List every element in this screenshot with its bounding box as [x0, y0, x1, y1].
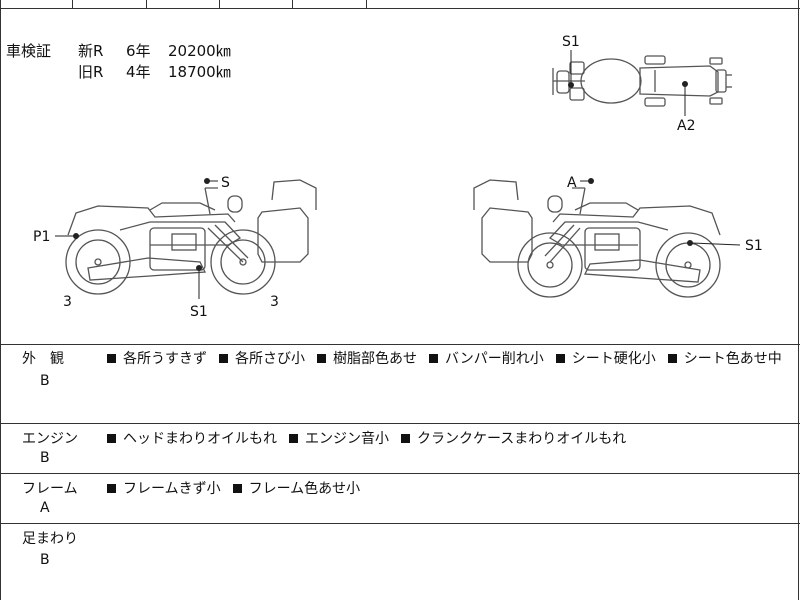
marker-top-s1: S1 [562, 34, 580, 50]
marker-right-s1: S1 [745, 238, 763, 254]
marker-left-3b: 3 [270, 294, 279, 310]
strip-cell [220, 0, 293, 8]
section-engine: エンジン B ヘッドまわりオイルもれエンジン音小クランクケースまわりオイルもれ [0, 424, 800, 474]
section-frame: フレーム A フレームきず小フレーム色あせ小 [0, 474, 800, 524]
item: バンパー削れ小 [427, 351, 554, 367]
bullet-square-icon [107, 434, 116, 443]
marker-left-s: S [221, 175, 230, 191]
shaken-years: 6年 [126, 42, 151, 60]
item: フレーム色あせ小 [231, 481, 360, 497]
bullet-square-icon [667, 354, 677, 363]
section-name: 外 観 [22, 351, 64, 367]
marker-left-3a: 3 [63, 294, 72, 310]
inspection-header: 車検証 新R 6年 20200㎞ 旧R 4年 18700㎞ [0, 9, 800, 345]
section-items: フレームきず小フレーム色あせ小 [105, 478, 795, 500]
marker-left-p1: P1 [33, 229, 50, 245]
strip-cell [73, 0, 147, 8]
motorcycle-top-view [552, 55, 732, 107]
strip-cell [147, 0, 220, 8]
shaken-row-old: 旧R 4年 18700㎞ [6, 62, 231, 83]
motorcycle-right-view [473, 179, 721, 298]
section-suspension: 足まわり B [0, 524, 800, 600]
item: クランクケースまわりオイルもれ [399, 431, 626, 447]
section-name: エンジン [22, 431, 78, 447]
section-name: フレーム [22, 481, 78, 497]
top-strip [0, 0, 800, 9]
bullet-square-icon [317, 354, 326, 363]
shaken-info: 車検証 新R 6年 20200㎞ 旧R 4年 18700㎞ [6, 41, 231, 83]
section-grade: B [40, 450, 50, 466]
section-name: 足まわり [22, 531, 78, 547]
damage-marker-dots [73, 81, 693, 271]
bullet-square-icon [289, 434, 298, 443]
section-items: 各所うすきず各所さび小樹脂部色あせバンパー削れ小シート硬化小シート色あせ中 [105, 348, 795, 370]
marker-right-a: A [567, 175, 577, 191]
shaken-label: 車検証 [6, 42, 52, 60]
shaken-years: 4年 [126, 63, 151, 81]
item: 各所さび小 [217, 351, 315, 367]
bullet-square-icon [219, 354, 228, 363]
shaken-era: 旧R [78, 63, 104, 81]
marker-top-a2: A2 [677, 118, 695, 134]
item: 各所うすきず [105, 351, 217, 367]
section-grade: A [40, 500, 50, 516]
shaken-odometer: 20200㎞ [168, 42, 231, 60]
bullet-square-icon [107, 354, 116, 363]
item: ヘッドまわりオイルもれ [105, 431, 287, 447]
item: 樹脂部色あせ [315, 351, 427, 367]
item: エンジン音小 [287, 431, 399, 447]
item: シート硬化小 [554, 351, 666, 367]
section-grade: B [40, 552, 50, 568]
bullet-square-icon [107, 484, 116, 493]
section-exterior: 外 観 B 各所うすきず各所さび小樹脂部色あせバンパー削れ小シート硬化小シート色… [0, 344, 800, 424]
strip-cell [0, 0, 73, 8]
motorcycle-left-view [65, 179, 317, 295]
shaken-odometer: 18700㎞ [168, 63, 231, 81]
shaken-era: 新R [78, 42, 104, 60]
motorcycle-diagrams: S1 A2 S P1 3 S1 3 A S1 [33, 34, 763, 320]
bullet-square-icon [232, 484, 242, 493]
bullet-square-icon [401, 434, 410, 443]
marker-left-s1: S1 [190, 304, 208, 320]
bullet-square-icon [555, 354, 565, 363]
bullet-square-icon [429, 354, 438, 363]
item: シート色あせ中 [666, 351, 782, 367]
shaken-row-new: 車検証 新R 6年 20200㎞ [6, 41, 231, 62]
strip-cell [293, 0, 367, 8]
section-items: ヘッドまわりオイルもれエンジン音小クランクケースまわりオイルもれ [105, 428, 795, 450]
item: フレームきず小 [105, 481, 231, 497]
section-grade: B [40, 373, 50, 389]
